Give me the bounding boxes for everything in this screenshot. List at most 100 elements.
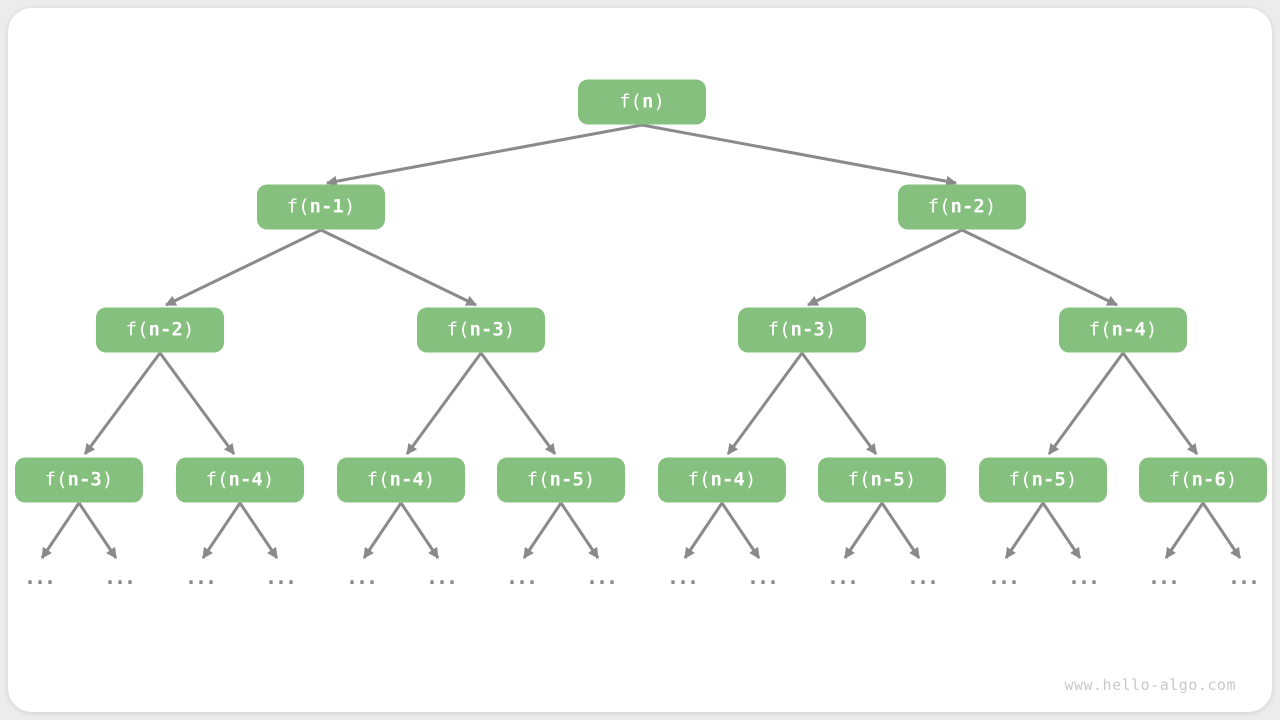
node-label-prefix: f( (847, 468, 871, 491)
leaf-ellipsis: ... (1227, 565, 1260, 589)
leaf-ellipsis: ... (184, 565, 217, 589)
tree-node: f(n-4) (1059, 307, 1187, 353)
node-label-core: n-5 (1031, 468, 1066, 491)
tree-edge (800, 352, 878, 455)
node-label-core: n-4 (389, 468, 424, 491)
node-label-prefix: f( (44, 468, 68, 491)
node-label-suffix: ) (824, 318, 837, 341)
node-label-core: n-2 (950, 195, 985, 218)
tree-edge (1004, 502, 1045, 559)
tree-node: f(n-4) (658, 457, 786, 503)
node-label-prefix: f( (927, 195, 951, 218)
tree-node: f(n-1) (257, 184, 385, 230)
tree-node: f(n-3) (417, 307, 545, 353)
tree-node: f(n-4) (176, 457, 304, 503)
watermark: www.hello-algo.com (1064, 676, 1236, 694)
tree-node: f(n-5) (497, 457, 625, 503)
node-label-core: n-3 (790, 318, 825, 341)
leaf-ellipsis: ... (666, 565, 699, 589)
node-label-prefix: f( (1088, 318, 1112, 341)
tree-edge (522, 502, 563, 559)
node-label-prefix: f( (619, 90, 642, 113)
node-label-core: n-6 (1191, 468, 1226, 491)
node-label-suffix: ) (653, 90, 665, 113)
tree-edge (641, 123, 958, 187)
tree-edge (720, 502, 761, 559)
tree-node: f(n-3) (738, 307, 866, 353)
node-label-suffix: ) (182, 318, 195, 341)
node-label-prefix: f( (366, 468, 390, 491)
node-label-core: n-5 (549, 468, 584, 491)
tree-edge (1201, 502, 1242, 559)
leaf-ellipsis: ... (585, 565, 618, 589)
tree-edge (40, 502, 81, 559)
tree-edge (683, 502, 724, 559)
tree-node: f(n-3) (15, 457, 143, 503)
tree-edge (158, 352, 236, 455)
node-label-core: n-1 (309, 195, 344, 218)
tree-edge (726, 352, 804, 455)
node-label-suffix: ) (984, 195, 997, 218)
node-label-core: n-3 (469, 318, 504, 341)
leaf-ellipsis: ... (746, 565, 779, 589)
leaf-ellipsis: ... (1147, 565, 1180, 589)
tree-edge (559, 502, 600, 559)
tree-edge (362, 502, 403, 559)
tree-edge (1121, 352, 1199, 455)
node-label-suffix: ) (101, 468, 114, 491)
node-label-prefix: f( (687, 468, 711, 491)
tree-edge (1164, 502, 1205, 559)
tree-edge (83, 352, 162, 455)
node-label-prefix: f( (1168, 468, 1192, 491)
tree-node: f(n-2) (898, 184, 1026, 230)
leaf-ellipsis: ... (23, 565, 56, 589)
node-label-suffix: ) (1145, 318, 1158, 341)
node-label-suffix: ) (1065, 468, 1078, 491)
node-label-prefix: f( (767, 318, 791, 341)
node-label-suffix: ) (423, 468, 436, 491)
node-label-core: n-4 (228, 468, 263, 491)
tree-edge (325, 123, 643, 187)
leaf-ellipsis: ... (987, 565, 1020, 589)
node-label-suffix: ) (904, 468, 917, 491)
tree-edge (405, 352, 483, 455)
node-label-core: n-3 (67, 468, 102, 491)
tree-edge (165, 228, 322, 307)
leaf-ellipsis: ... (906, 565, 939, 589)
node-label-core: n-2 (148, 318, 183, 341)
leaf-ellipsis: ... (103, 565, 136, 589)
node-label-suffix: ) (343, 195, 356, 218)
node-label-core: n-4 (1111, 318, 1146, 341)
node-label-suffix: ) (1225, 468, 1238, 491)
leaf-ellipsis: ... (505, 565, 538, 589)
node-label-core: n-4 (710, 468, 745, 491)
node-label-suffix: ) (262, 468, 275, 491)
tree-edge (1041, 502, 1082, 559)
tree-edge (77, 502, 118, 559)
tree-node: f(n-4) (337, 457, 465, 503)
node-label-prefix: f( (1008, 468, 1032, 491)
tree-edge (843, 502, 884, 559)
leaf-ellipsis: ... (264, 565, 297, 589)
node-label-suffix: ) (744, 468, 757, 491)
tree-edge (1047, 352, 1125, 455)
leaf-ellipsis: ... (345, 565, 378, 589)
tree-node: f(n) (578, 79, 706, 125)
node-label-core: n-5 (870, 468, 905, 491)
tree-edge (399, 502, 440, 559)
node-label-prefix: f( (125, 318, 149, 341)
node-label-core: n (641, 90, 654, 113)
tree-edge (479, 352, 557, 455)
node-label-suffix: ) (583, 468, 596, 491)
tree-edge (201, 502, 242, 559)
node-label-prefix: f( (446, 318, 470, 341)
node-label-prefix: f( (526, 468, 550, 491)
tree-edge (238, 502, 279, 559)
node-label-prefix: f( (286, 195, 310, 218)
tree-edge (807, 228, 963, 307)
tree-node: f(n-5) (818, 457, 946, 503)
leaf-ellipsis: ... (1067, 565, 1100, 589)
tree-edge (320, 228, 477, 307)
